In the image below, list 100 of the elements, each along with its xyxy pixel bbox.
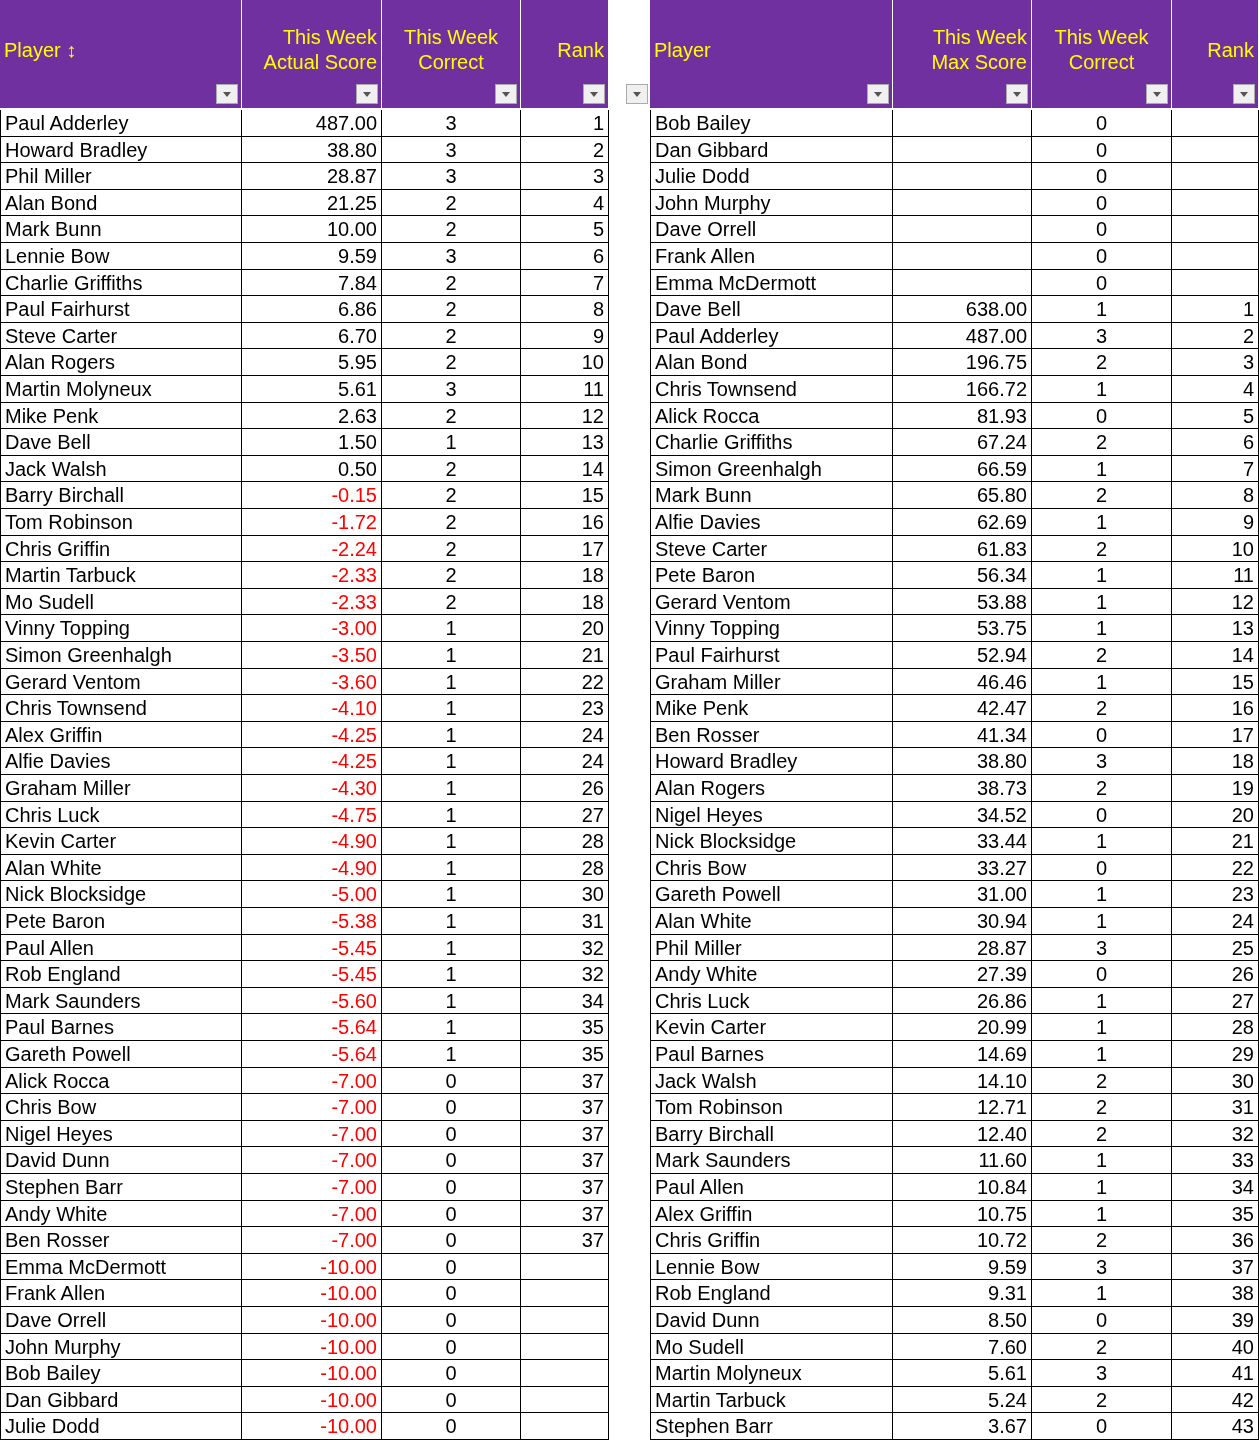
score-value: 638.00 [893,296,1032,323]
score-value: 56.34 [893,562,1032,589]
score-value: -5.38 [242,908,382,935]
score-value: 12.40 [893,1120,1032,1148]
score-value: 5.24 [893,1386,1032,1414]
column-header: This Week Correct [1032,0,1172,108]
rank-number: 18 [1172,748,1259,775]
rank-number: 10 [521,349,609,376]
player-name: Chris Townsend [0,695,242,722]
rank-number: 27 [521,801,609,829]
rank-number: 5 [1172,402,1259,430]
correct-count: 3 [1032,934,1172,962]
correct-count: 2 [1032,695,1172,722]
correct-count: 1 [382,429,521,456]
player-name: Alick Rocca [0,1067,242,1095]
player-name: Howard Bradley [650,748,893,775]
score-value: -10.00 [242,1280,382,1307]
score-value: -2.33 [242,588,382,616]
score-value: -10.00 [242,1307,382,1334]
correct-count: 1 [382,642,521,669]
player-name: Nigel Heyes [0,1120,242,1148]
player-name: Alan Rogers [650,775,893,802]
rank-number: 11 [521,376,609,403]
score-value: 12.71 [893,1094,1032,1121]
score-value: -10.00 [242,1360,382,1387]
correct-count: 1 [1032,1200,1172,1228]
player-name: Mark Saunders [0,987,242,1015]
correct-count: 2 [1032,535,1172,563]
score-value: 41.34 [893,721,1032,749]
rank-number: 1 [521,110,609,137]
rank-number: 39 [1172,1307,1259,1334]
correct-count: 0 [382,1147,521,1174]
correct-count: 0 [1032,1413,1172,1440]
player-name: Mike Penk [0,402,242,430]
score-value: -10.00 [242,1386,382,1414]
score-value: 14.69 [893,1041,1032,1068]
score-value: -4.10 [242,695,382,722]
correct-count: 0 [1032,136,1172,164]
correct-count: 2 [382,562,521,589]
score-value: -7.00 [242,1094,382,1121]
player-name: Martin Molyneux [650,1360,893,1387]
player-name: Alfie Davies [650,509,893,536]
correct-count: 2 [1032,1386,1172,1414]
player-name: Vinny Topping [0,615,242,642]
score-value: 61.83 [893,535,1032,563]
rank-number: 16 [1172,695,1259,722]
correct-count: 1 [382,934,521,962]
rank-number: 3 [1172,349,1259,376]
score-value: 7.60 [893,1333,1032,1361]
correct-count: 0 [1032,216,1172,243]
correct-count: 1 [382,908,521,935]
player-name: Alan Bond [0,189,242,217]
score-value: 10.84 [893,1174,1032,1201]
score-value: -4.30 [242,775,382,802]
player-name: Mark Saunders [650,1147,893,1174]
player-name: Bob Bailey [0,1360,242,1387]
player-name: Gareth Powell [0,1041,242,1068]
correct-count: 2 [1032,1227,1172,1254]
correct-count: 0 [1032,269,1172,297]
correct-count: 1 [1032,376,1172,403]
score-value: 14.10 [893,1067,1032,1095]
player-name: Dave Bell [650,296,893,323]
player-name: Jack Walsh [650,1067,893,1095]
correct-count: 2 [382,349,521,376]
player-name: Alan White [650,908,893,935]
player-name: Emma McDermott [650,269,893,297]
player-name: Mike Penk [650,695,893,722]
score-value: 33.27 [893,854,1032,882]
player-name: Martin Tarbuck [0,562,242,589]
score-value: -5.64 [242,1041,382,1068]
correct-count: 3 [1032,1253,1172,1281]
rank-number: 23 [521,695,609,722]
rank-number: 28 [521,828,609,855]
player-name: Andy White [650,961,893,988]
score-value: 9.59 [893,1253,1032,1281]
rank-number: 35 [521,1041,609,1068]
rank-number: 12 [1172,588,1259,616]
player-name: Lennie Bow [650,1253,893,1281]
player-name: John Murphy [650,189,893,217]
player-name: Paul Allen [0,934,242,962]
score-value: 5.95 [242,349,382,376]
score-value: 52.94 [893,642,1032,669]
score-value: -3.50 [242,642,382,669]
player-name: Paul Fairhurst [0,296,242,323]
correct-count: 2 [1032,642,1172,669]
score-value: 26.86 [893,987,1032,1015]
correct-count: 1 [382,695,521,722]
score-value: -5.45 [242,961,382,988]
rank-number: 32 [521,961,609,988]
rank-number: 20 [521,615,609,642]
score-value: 166.72 [893,376,1032,403]
correct-count: 1 [382,1014,521,1041]
correct-count: 3 [1032,748,1172,775]
rank-number: 19 [1172,775,1259,802]
column-header: This Week Actual Score [242,0,382,108]
correct-count: 1 [1032,987,1172,1015]
rank-number: 6 [521,243,609,270]
correct-count: 0 [382,1067,521,1095]
correct-count: 1 [1032,296,1172,323]
player-name: Mark Bunn [0,216,242,243]
